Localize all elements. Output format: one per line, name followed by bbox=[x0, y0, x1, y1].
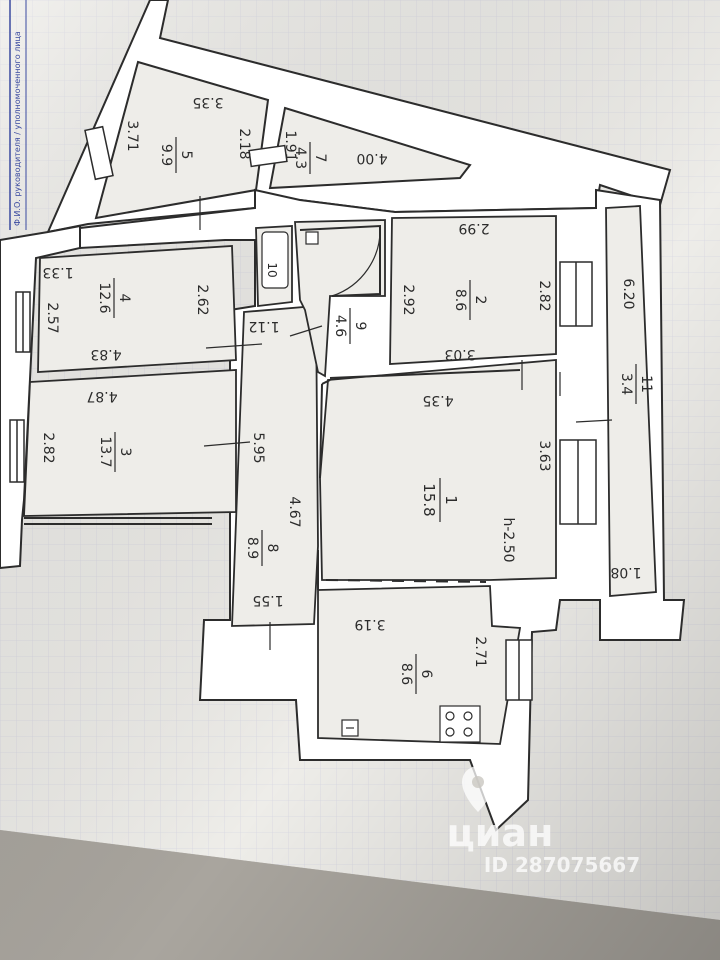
dim-room9-door: 1.12 bbox=[248, 318, 279, 334]
dim-room6-side: 2.71 bbox=[472, 636, 488, 667]
dim-room2-top: 2.99 bbox=[458, 220, 489, 236]
room-number: 6 bbox=[418, 670, 434, 679]
room-number: 8 bbox=[264, 544, 280, 553]
windows bbox=[9, 125, 597, 701]
room-number: 11 bbox=[638, 375, 654, 393]
dim-room4-right: 2.62 bbox=[194, 284, 210, 315]
room-number: 9 bbox=[352, 322, 368, 331]
room-area: 8.6 bbox=[452, 289, 468, 311]
watermark: циан ID 287075667 bbox=[447, 766, 640, 877]
dim-room7-short: 1.91 bbox=[282, 130, 298, 161]
room-area: 8.9 bbox=[244, 537, 260, 559]
room-number: 3 bbox=[117, 448, 133, 457]
dim-room4-bottom: 4.83 bbox=[90, 346, 121, 362]
room-11 bbox=[605, 205, 657, 597]
window-room5 bbox=[84, 125, 114, 181]
room-area: 15.8 bbox=[420, 483, 438, 516]
dim-room3-side: 2.82 bbox=[40, 432, 56, 463]
dim-room1-depth: 3.63 bbox=[536, 440, 552, 471]
room-area: 3.4 bbox=[618, 373, 634, 395]
sink bbox=[261, 231, 289, 289]
dim-room4-left: 2.57 bbox=[44, 302, 60, 333]
stove bbox=[439, 705, 481, 743]
dimension-labels: h-2.50 4.35 3.63 2.99 2.92 2.82 3.03 4.8… bbox=[40, 94, 642, 668]
room-9 bbox=[294, 219, 386, 378]
dim-room3-top: 4.87 bbox=[86, 388, 117, 404]
dim-room7-long: 4.00 bbox=[356, 150, 387, 166]
dim-room4-corner: 1.33 bbox=[42, 264, 73, 280]
label-room-1: 1 15.8 bbox=[420, 478, 460, 522]
label-room-7: 7 4.3 bbox=[292, 142, 328, 174]
room-number: 10 bbox=[265, 262, 279, 277]
room-4 bbox=[37, 245, 237, 373]
label-room-9: 9 4.6 bbox=[332, 308, 368, 344]
label-room-5: 5 9.9 bbox=[158, 137, 194, 173]
room-number: 5 bbox=[178, 151, 194, 160]
room-fills bbox=[23, 205, 657, 745]
fixtures bbox=[261, 231, 481, 743]
label-room-11: 11 3.4 bbox=[618, 364, 654, 404]
label-room-2: 2 8.6 bbox=[452, 280, 488, 320]
room-labels: 1 15.8 2 8.6 3 13.7 4 12.6 5 9.9 6 8.6 bbox=[96, 137, 654, 694]
room-8 bbox=[231, 305, 319, 627]
room-number: 1 bbox=[442, 495, 460, 505]
label-room-10: 10 bbox=[265, 262, 279, 277]
label-room-3: 3 13.7 bbox=[97, 432, 133, 472]
dim-room8-lower: 4.67 bbox=[286, 496, 302, 527]
room-area: 13.7 bbox=[97, 436, 113, 467]
room-number: 7 bbox=[312, 154, 328, 163]
room-area: 9.9 bbox=[158, 144, 174, 166]
dim-room2-bottom: 3.03 bbox=[444, 346, 475, 362]
dim-room5-left: 3.71 bbox=[124, 120, 140, 151]
stamp-text: Ф.И.О. руководителя / уполномоченного ли… bbox=[13, 31, 22, 226]
dim-room8-upper: 5.95 bbox=[250, 432, 266, 463]
toilet-tank bbox=[305, 231, 319, 245]
room-area: 4.6 bbox=[332, 315, 348, 337]
dim-room11-long: 6.20 bbox=[620, 278, 636, 309]
dim-room1-height: h-2.50 bbox=[500, 517, 516, 562]
room-area: 4.3 bbox=[292, 147, 308, 169]
dim-room8-end: 1.55 bbox=[252, 592, 283, 608]
label-room-4: 4 12.6 bbox=[96, 278, 132, 318]
watermark-brand: циан bbox=[447, 811, 554, 855]
room-number: 2 bbox=[472, 296, 488, 305]
watermark-id: ID 287075667 bbox=[484, 853, 640, 877]
dim-room5-right: 2.18 bbox=[236, 128, 252, 159]
dim-room6-top: 3.19 bbox=[354, 616, 385, 632]
room-6 bbox=[317, 585, 522, 745]
room-2 bbox=[389, 215, 557, 365]
room-number: 4 bbox=[116, 294, 132, 303]
dim-room11-short: 1.08 bbox=[610, 564, 641, 580]
dim-room1-width: 4.35 bbox=[422, 392, 453, 408]
pin-icon bbox=[462, 766, 494, 812]
dim-room2-left: 2.92 bbox=[400, 284, 416, 315]
dim-room2-right: 2.82 bbox=[536, 280, 552, 311]
label-room-6: 6 8.6 bbox=[398, 654, 434, 694]
window-room7 bbox=[248, 144, 288, 168]
room-area: 8.6 bbox=[398, 663, 414, 685]
stamp-strip: Ф.И.О. руководителя / уполномоченного ли… bbox=[9, 0, 27, 230]
dim-room5-top: 3.35 bbox=[192, 94, 223, 110]
room-area: 12.6 bbox=[96, 282, 112, 313]
partitions bbox=[24, 196, 613, 650]
label-room-8: 8 8.9 bbox=[244, 530, 280, 566]
